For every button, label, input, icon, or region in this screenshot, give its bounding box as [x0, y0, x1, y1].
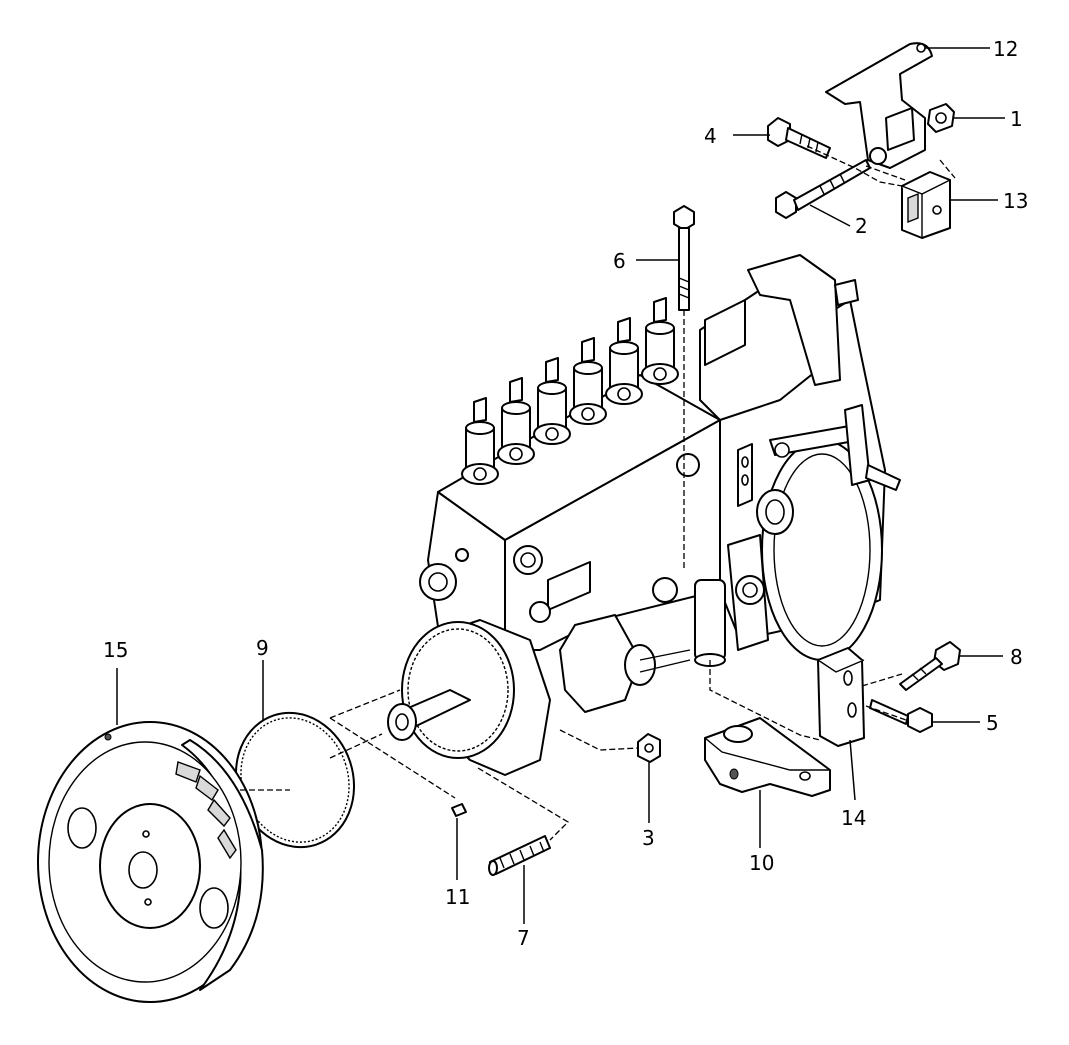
callout-4: 4	[704, 124, 717, 148]
bolt-6	[673, 205, 695, 311]
bracket-14	[817, 647, 865, 747]
callout-12: 12	[993, 37, 1018, 61]
callout-13: 13	[1003, 189, 1028, 213]
callout-11: 11	[445, 885, 470, 909]
callout-10: 10	[749, 851, 774, 875]
gasket-ring-9	[234, 711, 356, 849]
key-11	[451, 803, 467, 817]
callout-5: 5	[986, 711, 999, 735]
bolt-5	[869, 699, 933, 733]
block-13	[901, 171, 951, 239]
drive-gear	[387, 621, 515, 759]
delivery-valve-holders	[461, 297, 679, 485]
bolt-2	[775, 147, 887, 219]
nut-1	[927, 103, 955, 133]
callout-6: 6	[613, 249, 626, 273]
callout-7: 7	[517, 926, 530, 950]
bolt-8	[899, 641, 961, 691]
callout-1: 1	[1010, 107, 1023, 131]
leader-lines	[116, 47, 1005, 924]
support-post	[694, 579, 726, 667]
stud-7	[488, 835, 551, 876]
bolt-4	[767, 117, 831, 159]
callout-labels: 12 1 4 13 2 6 8 5 14 15 9 3 10 11 7	[103, 37, 1028, 950]
bracket-10	[704, 717, 831, 797]
callout-8: 8	[1010, 645, 1023, 669]
injection-pump-body	[419, 254, 901, 776]
callout-9: 9	[256, 636, 269, 660]
callout-3: 3	[642, 826, 655, 850]
callout-14: 14	[841, 806, 866, 830]
nut-3	[637, 733, 661, 763]
callout-15: 15	[103, 638, 128, 662]
assembly-lines	[240, 145, 956, 841]
coupling-15	[37, 721, 264, 1003]
callout-2: 2	[855, 214, 868, 238]
